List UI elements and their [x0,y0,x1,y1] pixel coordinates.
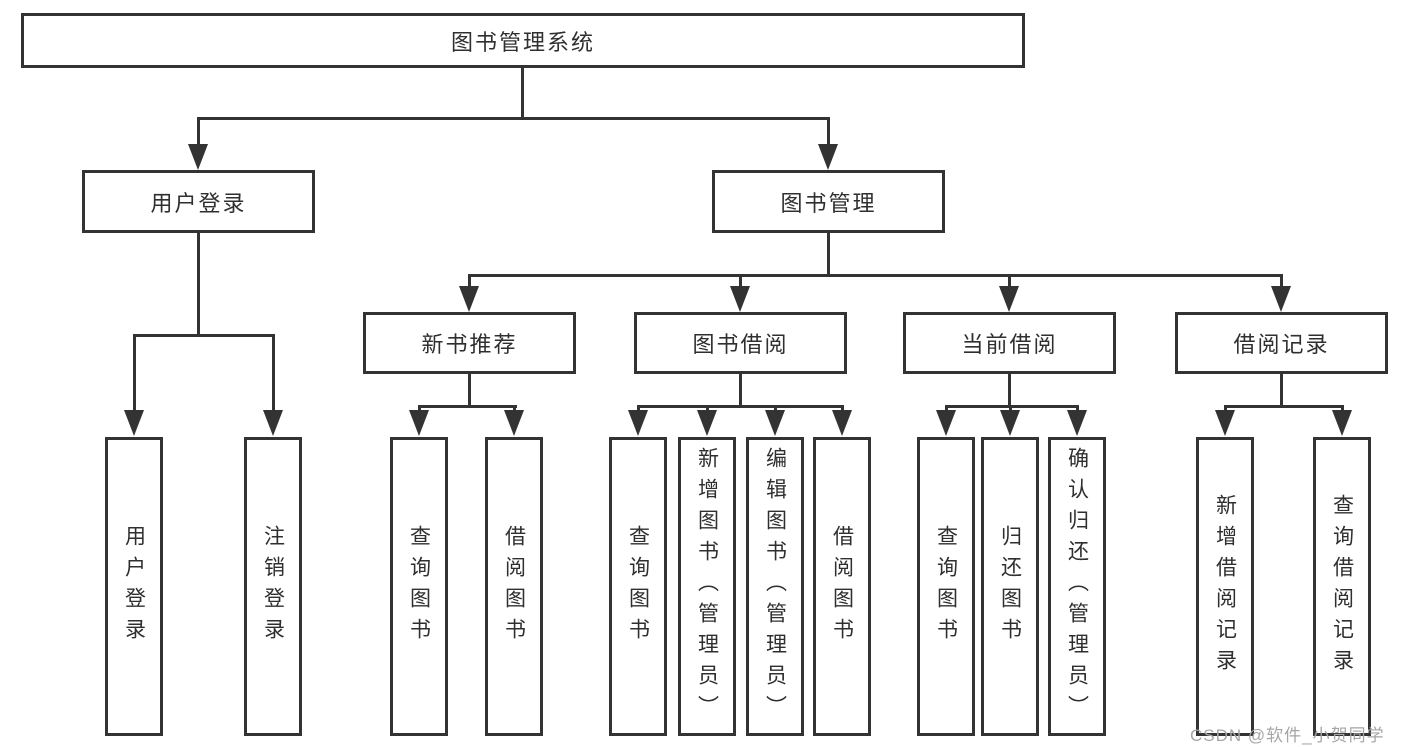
leaf-user-login: 用户登录 [105,437,163,736]
leaf-borrow-books-2: 借阅图书 [813,437,871,736]
connector-new-book-drop [468,274,471,290]
connector-borrow-records-stem [1280,374,1283,407]
node-current-borrow-label: 当前借阅 [961,332,1058,357]
arrow-down-icon [263,410,283,436]
leaf-add-borrow-record-label: 新增借阅记录 [1213,493,1237,680]
leaf-confirm-return-admin: 确认归还（管理员） [1048,437,1106,736]
leaf-add-borrow-record: 新增借阅记录 [1196,437,1254,736]
node-borrow-records: 借阅记录 [1175,312,1388,374]
connector-current-borrow-drop [1008,274,1011,290]
connector-user-login-drop [197,117,200,147]
connector-level2-bar [197,117,830,120]
leaf-borrow-books-2-label: 借阅图书 [830,524,854,649]
connector-book-management-drop [827,117,830,147]
connector-book-management-stem [827,233,830,277]
node-book-borrow: 图书借阅 [634,312,847,374]
connector-new-book-leaf-bar [418,405,517,408]
arrow-down-icon [124,410,144,436]
arrow-down-icon [1000,410,1020,436]
leaf-user-login-label: 用户登录 [122,524,146,649]
node-new-book-recommend: 新书推荐 [363,312,576,374]
arrow-down-icon [504,410,524,436]
node-book-management: 图书管理 [712,170,945,233]
leaf-add-book-admin-label: 新增图书（管理员） [695,447,719,726]
arrow-down-icon [936,410,956,436]
node-library-system: 图书管理系统 [21,13,1025,68]
arrow-down-icon [765,410,785,436]
leaf-borrow-books-1-label: 借阅图书 [502,524,526,649]
node-user-login: 用户登录 [82,170,315,233]
arrow-down-icon [818,144,838,170]
connector-leaf-logout-drop [272,334,275,416]
csdn-watermark: CSDN @软件_小贺同学 [1190,726,1385,745]
arrow-down-icon [730,286,750,312]
connector-borrow-records-drop [1280,274,1283,290]
arrow-down-icon [1271,286,1291,312]
arrow-down-icon [628,410,648,436]
leaf-query-books-3-label: 查询图书 [934,524,958,649]
leaf-query-borrow-record: 查询借阅记录 [1313,437,1371,736]
leaf-query-books-3: 查询图书 [917,437,975,736]
node-library-system-label: 图书管理系统 [450,29,595,55]
connector-level3-bar [468,274,1283,277]
leaf-logout: 注销登录 [244,437,302,736]
arrow-down-icon [1215,410,1235,436]
connector-current-borrow-leaf-bar [945,405,1079,408]
leaf-query-borrow-record-label: 查询借阅记录 [1330,493,1354,680]
leaf-query-books-2: 查询图书 [609,437,667,736]
arrow-down-icon [1067,410,1087,436]
node-new-book-recommend-label: 新书推荐 [421,332,518,357]
leaf-add-book-admin: 新增图书（管理员） [678,437,736,736]
arrow-down-icon [999,286,1019,312]
connector-root-stem [521,68,524,120]
arrow-down-icon [832,410,852,436]
leaf-edit-book-admin: 编辑图书（管理员） [746,437,804,736]
connector-book-borrow-stem [739,374,742,407]
arrow-down-icon [697,410,717,436]
leaf-query-books-1-label: 查询图书 [407,524,431,649]
leaf-query-books-1: 查询图书 [390,437,448,736]
connector-leaf-user-login-drop [133,334,136,416]
leaf-query-books-2-label: 查询图书 [626,524,650,649]
node-book-management-label: 图书管理 [780,190,877,216]
node-current-borrow: 当前借阅 [903,312,1116,374]
arrow-down-icon [459,286,479,312]
connector-book-borrow-leaf-bar [637,405,844,408]
node-user-login-label: 用户登录 [150,190,247,216]
leaf-logout-label: 注销登录 [261,524,285,649]
leaf-return-books-label: 归还图书 [998,524,1022,649]
connector-current-borrow-stem [1008,374,1011,407]
connector-borrow-records-leaf-bar [1224,405,1344,408]
leaf-confirm-return-admin-label: 确认归还（管理员） [1065,447,1089,726]
arrow-down-icon [188,144,208,170]
node-book-borrow-label: 图书借阅 [692,332,789,357]
connector-user-login-leaf-bar [133,334,275,337]
node-borrow-records-label: 借阅记录 [1233,332,1330,357]
arrow-down-icon [409,410,429,436]
connector-book-borrow-drop [739,274,742,290]
connector-new-book-stem [468,374,471,407]
leaf-borrow-books-1: 借阅图书 [485,437,543,736]
leaf-edit-book-admin-label: 编辑图书（管理员） [763,447,787,726]
leaf-return-books: 归还图书 [981,437,1039,736]
connector-user-login-stem [197,233,200,337]
arrow-down-icon [1332,410,1352,436]
